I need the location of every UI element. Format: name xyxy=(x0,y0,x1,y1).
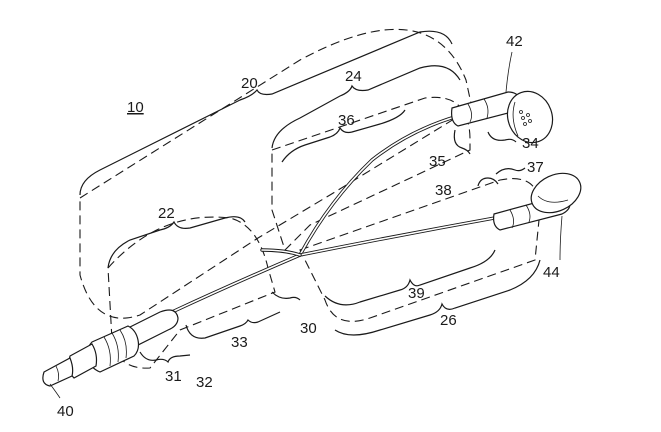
brace-26 xyxy=(334,259,541,336)
label-39: 39 xyxy=(408,285,425,302)
region-20-boundary xyxy=(79,28,473,319)
label-32: 32 xyxy=(196,374,213,391)
audio-plug xyxy=(42,309,179,387)
label-20: 20 xyxy=(241,75,258,92)
label-device-10: 10 xyxy=(127,99,144,116)
label-34: 34 xyxy=(522,135,539,152)
brace-35 xyxy=(453,129,471,155)
earbud-lower-head xyxy=(530,172,582,214)
brace-34 xyxy=(487,131,517,143)
label-30: 30 xyxy=(300,320,317,337)
brace-20 xyxy=(79,30,453,196)
region-26-boundary xyxy=(299,178,541,322)
brace-31-32 xyxy=(139,351,191,364)
label-42: 42 xyxy=(506,33,523,50)
label-26: 26 xyxy=(440,312,457,329)
brace-39 xyxy=(324,249,496,306)
earbud-upper xyxy=(451,90,554,144)
brace-22 xyxy=(107,216,246,269)
leader-40 xyxy=(49,383,61,399)
leader-lines xyxy=(49,51,563,399)
leader-42 xyxy=(505,51,513,93)
label-40: 40 xyxy=(57,403,74,420)
brace-38 xyxy=(477,177,499,187)
label-36: 36 xyxy=(338,112,355,129)
earbud-upper-head xyxy=(506,90,554,144)
cables xyxy=(170,114,502,314)
brace-24 xyxy=(271,65,461,149)
reference-labels: 10 20 22 24 26 30 31 32 33 34 35 36 37 3… xyxy=(57,33,560,420)
brace-37 xyxy=(495,167,526,175)
plug-tip xyxy=(42,357,74,387)
earbud-lower xyxy=(493,172,582,231)
plug-strain-relief xyxy=(127,309,179,347)
label-22: 22 xyxy=(158,205,175,222)
label-37: 37 xyxy=(527,159,544,176)
label-31: 31 xyxy=(165,368,182,385)
label-35: 35 xyxy=(429,153,446,170)
brace-30 xyxy=(271,291,301,301)
braces xyxy=(79,30,541,364)
brace-36 xyxy=(281,109,406,163)
label-33: 33 xyxy=(231,334,248,351)
label-24: 24 xyxy=(345,68,362,85)
brace-33 xyxy=(185,311,281,339)
label-44: 44 xyxy=(543,264,560,281)
leader-44 xyxy=(559,215,563,261)
label-38: 38 xyxy=(435,182,452,199)
